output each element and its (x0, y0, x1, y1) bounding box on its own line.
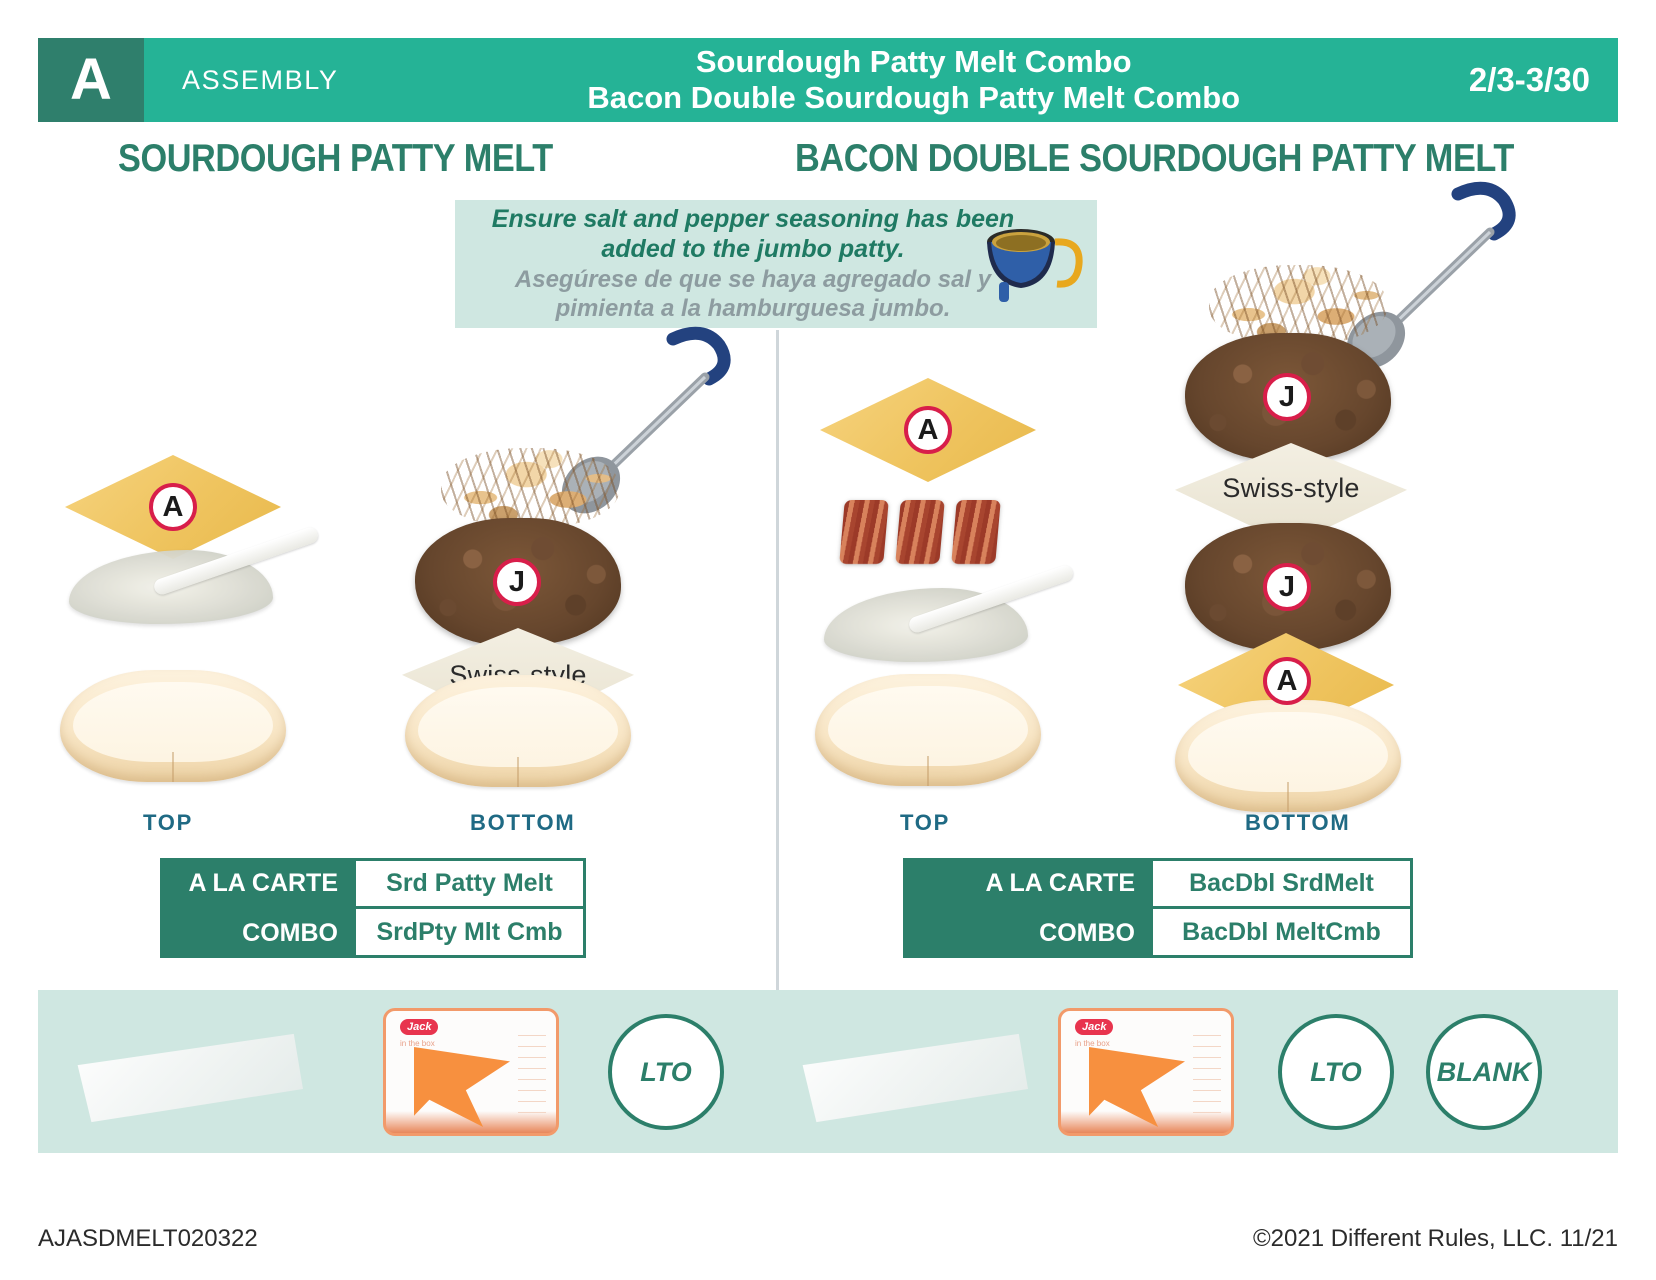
bottom-sourdough-bread (405, 675, 631, 787)
paper-wrapper-sheet (77, 1033, 303, 1123)
box-arrow-graphic (414, 1047, 510, 1127)
right-top-stack: A (810, 378, 1130, 788)
cheese-badge-a: A (904, 406, 952, 454)
table-row: A LA CARTE Srd Patty Melt (160, 858, 586, 908)
column-divider (776, 330, 779, 1140)
left-top-label: TOP (143, 810, 194, 835)
cheese-badge-a-bottom: A (1263, 657, 1311, 705)
bacon-strips (839, 500, 1001, 564)
patty-badge-j-lower: J (1263, 563, 1311, 611)
top-sourdough-bread (815, 674, 1041, 786)
grilled-onions (1203, 257, 1393, 353)
bacon-strip (839, 500, 889, 564)
stamp-lto-left[interactable]: LTO (608, 1014, 724, 1130)
footer-doc-code: AJASDMELT020322 (38, 1225, 258, 1252)
note-spanish: Asegúrese de que se haya agregado sal y … (514, 266, 992, 322)
left-section-title: SOURDOUGH PATTY MELT (118, 137, 553, 180)
table-row: A LA CARTE BacDbl SrdMelt (903, 858, 1413, 908)
row-value: SrdPty Mlt Cmb (356, 908, 586, 958)
row-key: COMBO (160, 908, 356, 958)
note-text-group: Ensure salt and pepper seasoning has bee… (455, 204, 1097, 324)
ladle-scoop-icon (987, 229, 1083, 302)
right-pos-table: A LA CARTE BacDbl SrdMelt COMBO BacDbl M… (903, 858, 1413, 958)
patty-badge-j: J (493, 558, 541, 606)
header-date-range: 2/3-3/30 (1468, 61, 1590, 98)
top-sourdough-bread (60, 670, 286, 782)
stamp-lto-right[interactable]: LTO (1278, 1014, 1394, 1130)
table-row: COMBO SrdPty Mlt Cmb (160, 908, 586, 958)
swiss-style-label: Swiss-style (1222, 473, 1360, 503)
box-arrow-graphic (1089, 1047, 1185, 1127)
cheese-badge-a: A (149, 483, 197, 531)
section-letter-badge: A (38, 38, 144, 122)
right-section-title: BACON DOUBLE SOURDOUGH PATTY MELT (795, 137, 1514, 180)
row-key: A LA CARTE (160, 858, 356, 908)
grilled-onions (435, 440, 625, 536)
left-bottom-label: BOTTOM (470, 810, 576, 835)
header-title-line1: Sourdough Patty Melt Combo (695, 43, 1132, 79)
clamshell-box: Jack in the box (383, 1008, 559, 1136)
clamshell-box: Jack in the box (1058, 1008, 1234, 1136)
box-brand-sub: in the box (1075, 1039, 1110, 1048)
patty-badge-j-upper: J (1263, 373, 1311, 421)
section-label: ASSEMBLY (182, 64, 339, 95)
row-key: COMBO (903, 908, 1153, 958)
right-bottom-label: BOTTOM (1245, 810, 1351, 835)
table-row: COMBO BacDbl MeltCmb (903, 908, 1413, 958)
box-brand-sub: in the box (400, 1039, 435, 1048)
packaging-strip: Jack in the box LTO Jack in the box LTO … (38, 990, 1618, 1153)
paper-wrapper-sheet (802, 1033, 1028, 1123)
left-pos-table: A LA CARTE Srd Patty Melt COMBO SrdPty M… (160, 858, 586, 958)
box-texture-lines (518, 1035, 546, 1119)
right-bottom-stack: J Swiss-style J A (1175, 181, 1535, 812)
bacon-strip (895, 500, 945, 564)
header-bar: A ASSEMBLY Sourdough Patty Melt Combo Ba… (38, 38, 1618, 122)
footer-copyright: ©2021 Different Rules, LLC. 11/21 (1252, 1225, 1618, 1252)
bottom-sourdough-bread (1175, 700, 1401, 812)
left-top-stack: A (55, 455, 355, 785)
left-bottom-stack: J Swiss-style (400, 326, 740, 790)
box-texture-lines (1193, 1035, 1221, 1119)
note-english: Ensure salt and pepper seasoning has bee… (491, 205, 1015, 264)
bacon-strip (951, 500, 1001, 564)
box-brand-logo: Jack (400, 1019, 439, 1035)
right-top-label: TOP (900, 810, 951, 835)
row-value: BacDbl MeltCmb (1153, 908, 1413, 958)
stamp-blank-right[interactable]: BLANK (1426, 1014, 1542, 1130)
row-value: Srd Patty Melt (356, 858, 586, 908)
seasoning-note-box: Ensure salt and pepper seasoning has bee… (455, 200, 1097, 328)
row-key: A LA CARTE (903, 858, 1153, 908)
header-title-group: Sourdough Patty Melt Combo Bacon Double … (339, 38, 1449, 122)
row-value: BacDbl SrdMelt (1153, 858, 1413, 908)
box-brand-logo: Jack (1075, 1019, 1114, 1035)
header-title-line2: Bacon Double Sourdough Patty Melt Combo (587, 80, 1241, 115)
